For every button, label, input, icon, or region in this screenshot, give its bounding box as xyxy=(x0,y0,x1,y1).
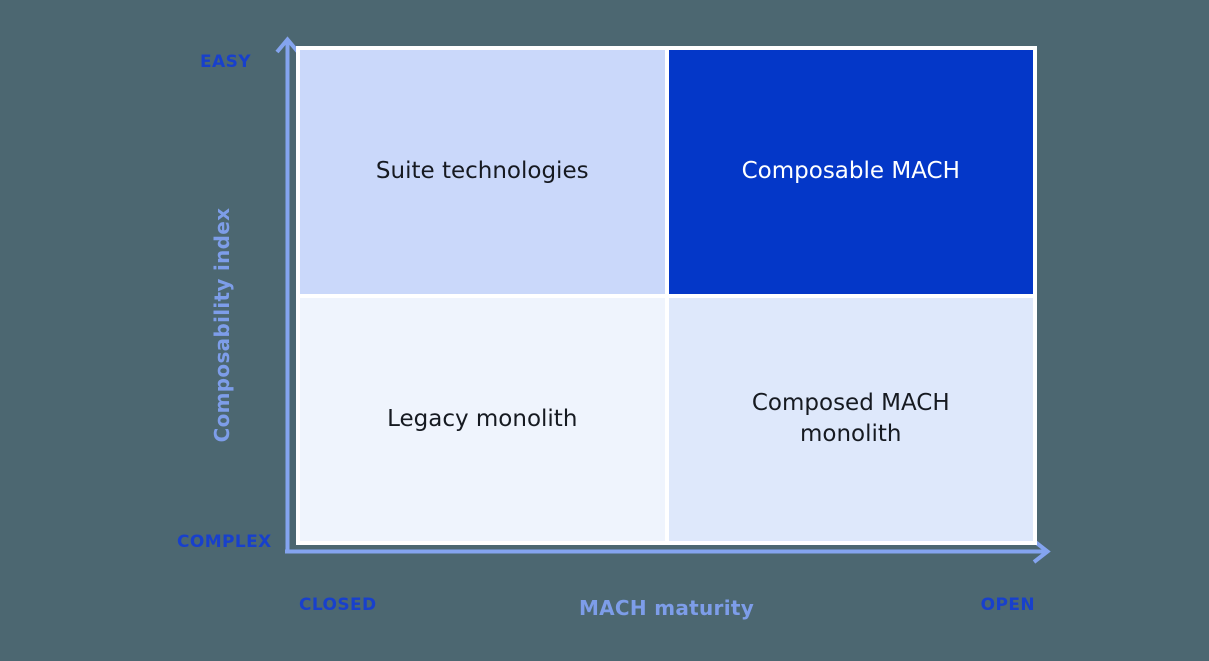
y-axis-min-label: COMPLEX xyxy=(177,532,272,552)
quadrant-legacy-monolith: Legacy monolith xyxy=(300,297,665,541)
y-axis-arrow xyxy=(275,36,300,553)
quadrant-suite-technologies: Suite technologies xyxy=(300,50,665,294)
x-axis-max-label: OPEN xyxy=(980,595,1035,615)
quadrant-label: Composable MACH xyxy=(741,158,960,185)
y-axis-max-label: EASY xyxy=(200,52,251,72)
quadrant-label: Suite technologies xyxy=(375,158,589,185)
quadrant-label: Composed MACH monolith xyxy=(751,390,950,448)
quadrant-composed-mach-monolith: Composed MACH monolith xyxy=(668,297,1033,541)
quadrant-grid: Suite technologies Composable MACH Legac… xyxy=(296,46,1037,545)
x-axis-title: MACH maturity xyxy=(578,596,755,620)
y-axis-title: Composability index xyxy=(210,207,234,443)
quadrant-composable-mach: Composable MACH xyxy=(668,50,1033,294)
x-axis-min-label: CLOSED xyxy=(299,595,377,615)
quadrant-label: Legacy monolith xyxy=(387,405,578,432)
